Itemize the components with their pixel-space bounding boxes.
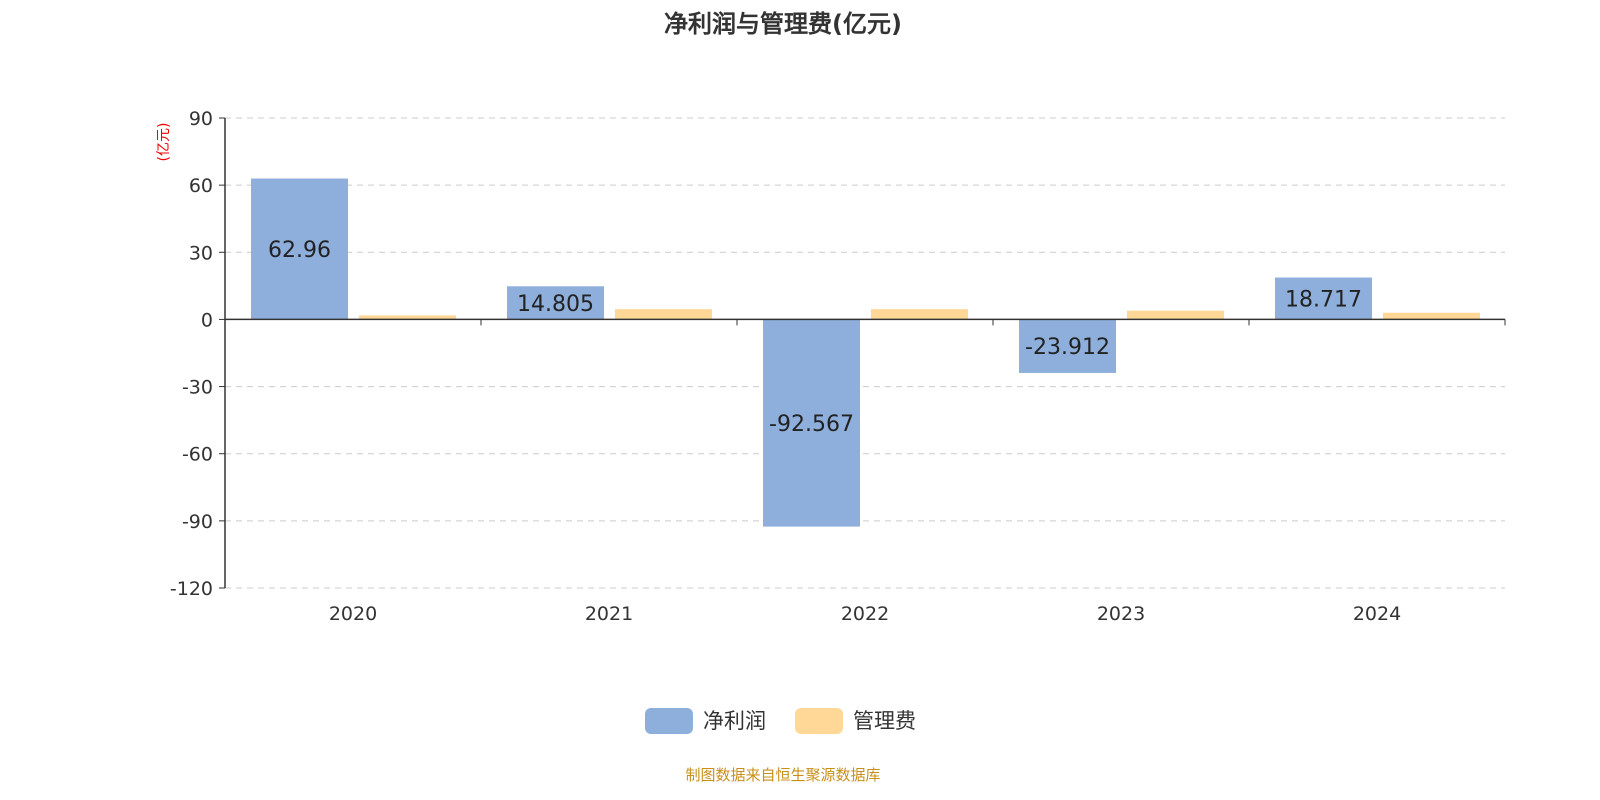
- legend: 净利润 管理费: [645, 708, 916, 734]
- y-tick-label: -120: [170, 578, 213, 600]
- x-tick-label: 2023: [1097, 603, 1145, 625]
- bar-admin-expense: [1127, 310, 1224, 320]
- bar-admin-expense: [615, 309, 712, 320]
- data-label: -92.567: [769, 412, 854, 437]
- data-label: 18.717: [1285, 287, 1362, 312]
- bar-net-profit: [1019, 319, 1116, 373]
- legend-swatch: [645, 708, 693, 734]
- bar-admin-expense: [871, 309, 968, 320]
- legend-swatch: [795, 708, 843, 734]
- data-label: 62.96: [268, 238, 331, 263]
- x-tick-label: 2024: [1353, 603, 1401, 625]
- footer-source: 制图数据来自恒生聚源数据库: [685, 766, 880, 784]
- x-tick-label: 2022: [841, 603, 889, 625]
- y-tick-label: 30: [189, 242, 213, 264]
- bar-admin-expense: [1383, 312, 1480, 320]
- data-label: 14.805: [517, 292, 594, 317]
- y-tick-label: 0: [201, 309, 213, 331]
- bar-net-profit: [507, 286, 604, 320]
- data-label: -23.912: [1025, 335, 1110, 360]
- y-tick-label: 60: [189, 175, 213, 197]
- bar-net-profit: [763, 319, 860, 527]
- y-tick-label: -90: [182, 511, 213, 533]
- legend-label: 管理费: [853, 709, 916, 733]
- chart-title: 净利润与管理费(亿元): [664, 10, 902, 38]
- y-axis-label: (亿元): [156, 123, 172, 162]
- x-tick-label: 2021: [585, 603, 633, 625]
- y-tick-label: 90: [189, 108, 213, 130]
- bar-admin-expense: [359, 315, 456, 320]
- bar-net-profit: [251, 178, 348, 320]
- y-tick-label: -30: [182, 377, 213, 399]
- bar-net-profit: [1275, 277, 1372, 320]
- y-tick-label: -60: [182, 444, 213, 466]
- x-tick-label: 2020: [329, 603, 377, 625]
- legend-label: 净利润: [703, 709, 766, 733]
